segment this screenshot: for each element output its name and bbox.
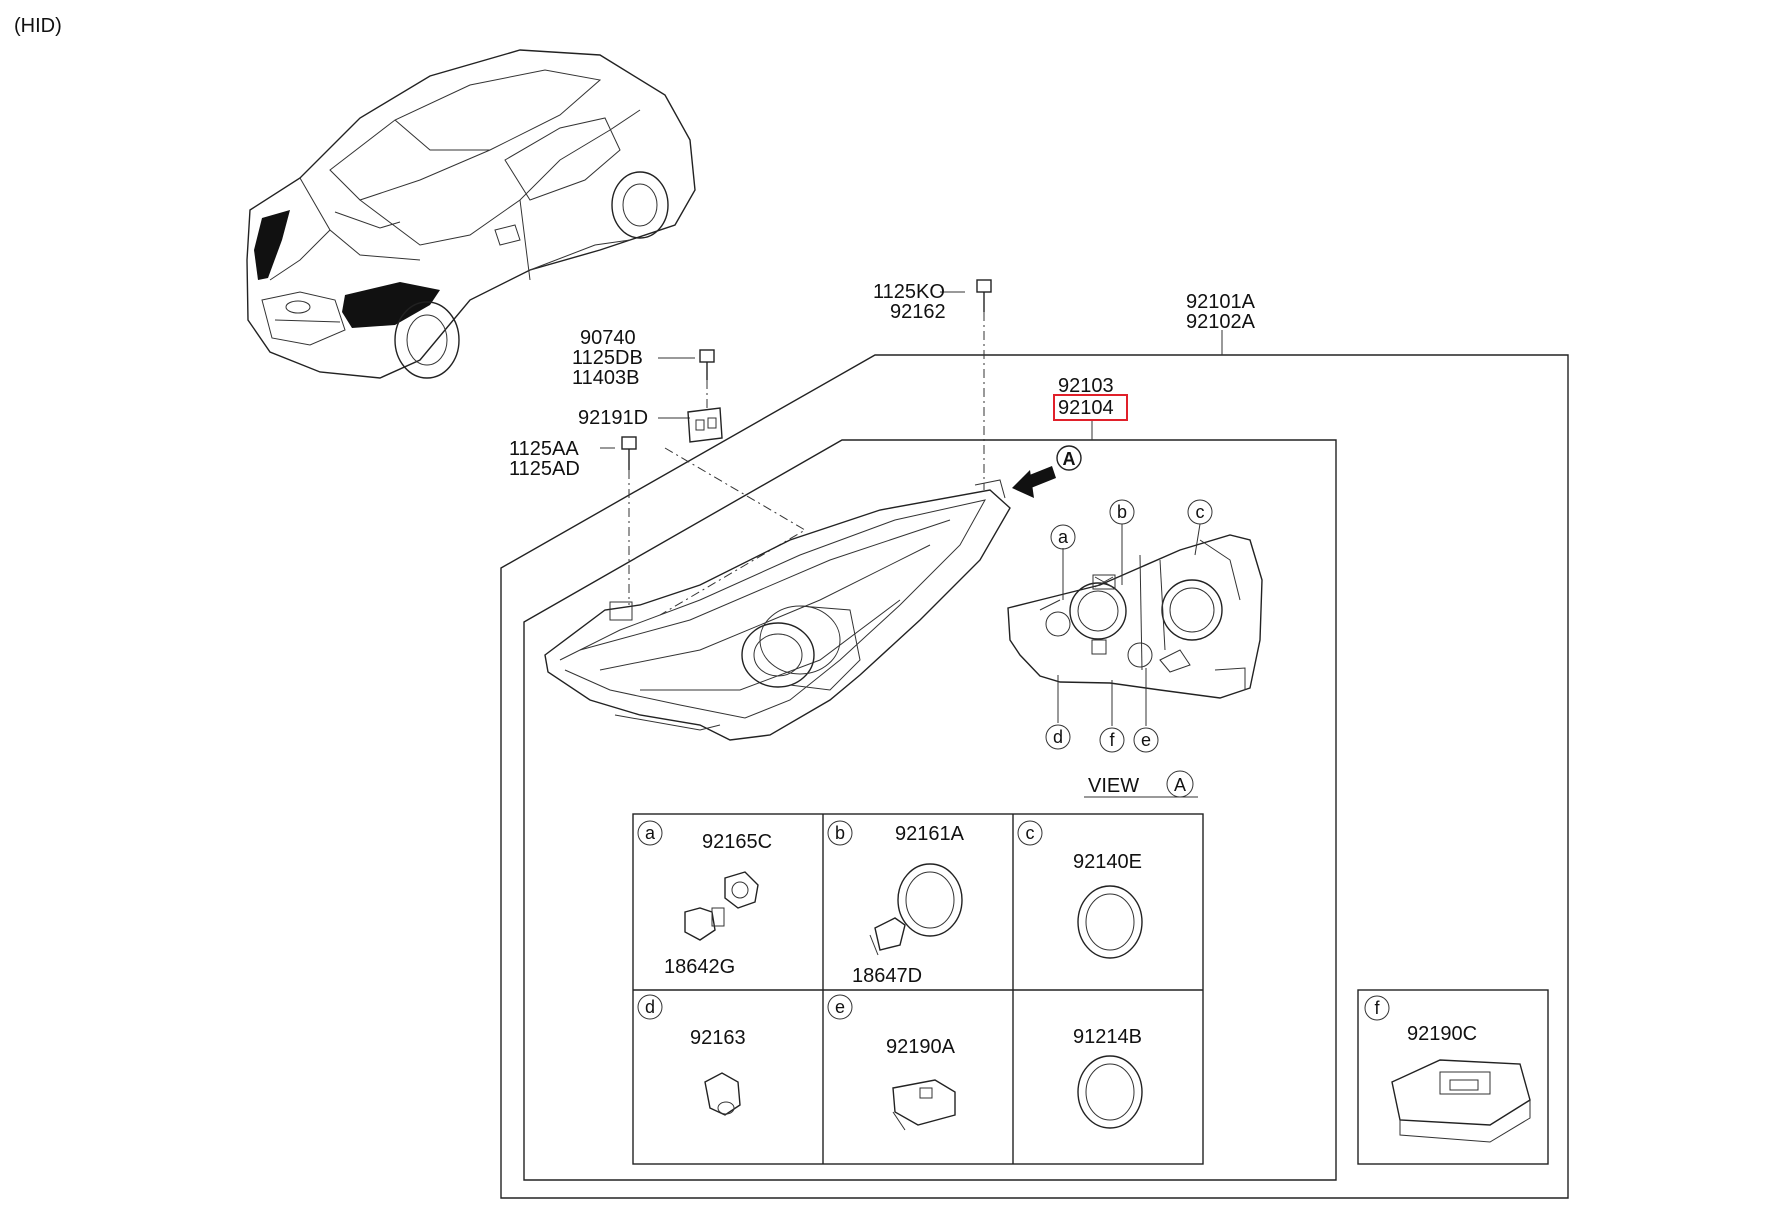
- headlamp-assembly: [544, 479, 1011, 741]
- view-callout-c: c: [1187, 499, 1213, 525]
- svg-text:a: a: [645, 823, 656, 843]
- box-f: f 92190C: [1357, 989, 1549, 1165]
- ring-91214B-icon: [1077, 1055, 1143, 1129]
- bracket-92191D-icon: [687, 407, 723, 443]
- part-18642G: 18642G: [664, 956, 735, 978]
- cell-91214B: 91214B: [1073, 1026, 1143, 1129]
- part-92163: 92163: [690, 1027, 746, 1049]
- part-1125DB: 1125DB: [572, 347, 643, 369]
- part-92165C: 92165C: [702, 831, 772, 853]
- bolt-1125AA-icon: [621, 436, 637, 470]
- part-11403B: 11403B: [572, 367, 639, 389]
- callout-A: A: [1063, 449, 1076, 469]
- part-92191D: 92191D: [578, 407, 648, 429]
- highlight-box-92104: [1053, 394, 1128, 421]
- view-label: VIEW: [1088, 775, 1139, 797]
- part-1125KO: 1125KO: [873, 281, 945, 303]
- socket-92165C-icon: [724, 871, 759, 909]
- part-92102A: 92102A: [1186, 311, 1256, 333]
- svg-text:b: b: [1117, 502, 1127, 522]
- part-92140E: 92140E: [1073, 851, 1142, 873]
- cell-b: b 92161A 18647D: [827, 820, 965, 987]
- part-90740: 90740: [580, 327, 636, 349]
- variant-label: (HID): [14, 15, 62, 37]
- part-91214B: 91214B: [1073, 1026, 1142, 1048]
- lamp-rear-view: [1007, 534, 1263, 699]
- ring-92140E-icon: [1077, 885, 1143, 959]
- svg-text:a: a: [1058, 527, 1069, 547]
- cell-c: c 92140E: [1017, 820, 1143, 959]
- bolt-1125KO-icon: [976, 279, 992, 312]
- svg-text:b: b: [835, 823, 845, 843]
- ballast-92190C-icon: [1391, 1059, 1531, 1143]
- svg-text:d: d: [1053, 727, 1063, 747]
- cell-d: d 92163: [637, 994, 746, 1116]
- part-18647D: 18647D: [852, 965, 922, 987]
- part-92161A: 92161A: [895, 823, 965, 845]
- part-92104: 92104: [1058, 397, 1114, 419]
- svg-text:c: c: [1026, 823, 1035, 843]
- sub-parts-grid: [632, 813, 1204, 1165]
- bulb-18647D-icon: [869, 917, 906, 956]
- svg-text:f: f: [1109, 730, 1115, 750]
- part-1125AA: 1125AA: [509, 438, 579, 460]
- view-callout-d: d: [1045, 724, 1071, 750]
- view-callout-a: a: [1050, 524, 1076, 550]
- view-callout-f: f: [1099, 727, 1125, 753]
- outer-assembly-box: [500, 354, 1569, 1199]
- svg-text:e: e: [1141, 730, 1151, 750]
- view-callout-b: b: [1109, 499, 1135, 525]
- svg-text:f: f: [1374, 998, 1380, 1018]
- view-label-circle-A: A: [1174, 775, 1186, 795]
- part-92190C: 92190C: [1407, 1023, 1477, 1045]
- cell-e: e 92190A: [827, 994, 956, 1131]
- part-92103: 92103: [1058, 375, 1114, 397]
- cap-92163-icon: [704, 1072, 741, 1116]
- right-headlight-mark: [342, 282, 440, 328]
- actuator-92190A-icon: [892, 1079, 956, 1131]
- svg-text:c: c: [1196, 502, 1205, 522]
- svg-text:d: d: [645, 997, 655, 1017]
- bulb-18642G-icon: [684, 907, 725, 941]
- part-92190A: 92190A: [886, 1036, 956, 1058]
- bolt-1125DB-icon: [699, 349, 715, 380]
- cell-a: a 92165C 18642G: [637, 820, 772, 978]
- ring-92161A-icon: [897, 863, 963, 937]
- part-1125AD: 1125AD: [509, 458, 580, 480]
- car-illustration: [246, 49, 696, 379]
- callout-A-circle: [1056, 445, 1082, 471]
- part-92162: 92162: [890, 301, 946, 323]
- svg-text:e: e: [835, 997, 845, 1017]
- inner-assembly-box: [523, 439, 1337, 1181]
- view-callout-e: e: [1133, 727, 1159, 753]
- part-92101A: 92101A: [1186, 291, 1256, 313]
- left-headlight-mark: [254, 210, 290, 280]
